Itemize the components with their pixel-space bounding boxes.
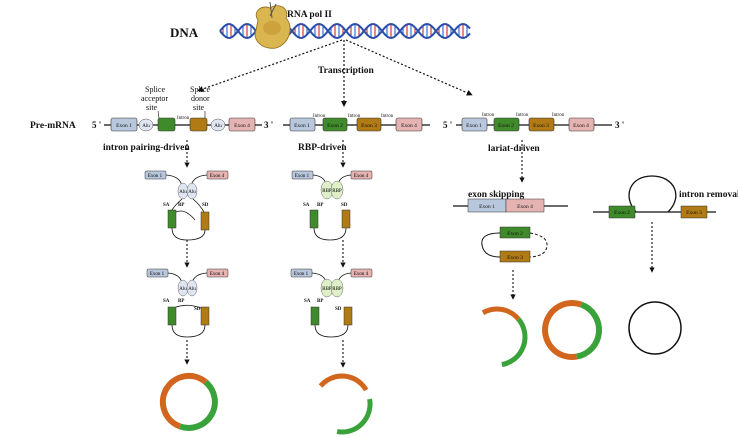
svg-text:Intron: Intron bbox=[348, 114, 361, 119]
svg-text:Exon 2: Exon 2 bbox=[507, 231, 523, 237]
pre-mrna-2: Exon 1 Intron Exon 2 Intron Exon 3 Intro… bbox=[283, 114, 430, 132]
svg-text:Exon 3: Exon 3 bbox=[361, 123, 377, 129]
svg-text:5 ': 5 ' bbox=[443, 120, 452, 130]
svg-text:SA: SA bbox=[303, 203, 310, 208]
rbp-structure-2: Exon 1 Exon 4 RBP RBP SA BP SD bbox=[290, 268, 373, 338]
exon-skipping-label: exon skipping bbox=[468, 190, 524, 200]
svg-text:SD: SD bbox=[202, 203, 209, 208]
svg-text:BP: BP bbox=[317, 299, 323, 304]
svg-text:Exon 1: Exon 1 bbox=[294, 272, 309, 277]
svg-text:Exon 4: Exon 4 bbox=[354, 174, 369, 179]
svg-text:Exon 3: Exon 3 bbox=[686, 210, 702, 216]
svg-text:RBP: RBP bbox=[332, 287, 342, 292]
dna-label: DNA bbox=[170, 25, 199, 40]
svg-text:acceptor: acceptor bbox=[141, 94, 168, 103]
svg-text:RBP: RBP bbox=[322, 189, 332, 194]
svg-text:BP: BP bbox=[317, 203, 323, 208]
svg-text:Exon 4: Exon 4 bbox=[354, 272, 369, 277]
svg-text:Intron: Intron bbox=[381, 114, 394, 119]
svg-text:SD: SD bbox=[194, 307, 201, 312]
svg-text:Exon 1: Exon 1 bbox=[148, 174, 163, 179]
svg-text:RBP: RBP bbox=[322, 287, 332, 292]
intron-removal-label: intron removal bbox=[679, 190, 738, 200]
svg-text:Exon 1: Exon 1 bbox=[295, 174, 310, 179]
svg-text:donor: donor bbox=[191, 94, 210, 103]
svg-text:Exon 2: Exon 2 bbox=[498, 123, 514, 129]
circ-exon2-arc bbox=[542, 300, 583, 360]
svg-text:SA: SA bbox=[163, 299, 170, 304]
pre-mrna-1: 5 ' Exon 1 Alu Intron Alu Exon 4 3 ' bbox=[92, 116, 273, 132]
empty-circle bbox=[628, 301, 682, 355]
svg-text:BP: BP bbox=[178, 299, 184, 304]
svg-text:3 ': 3 ' bbox=[615, 120, 624, 130]
circ-exon2-arc bbox=[159, 372, 208, 430]
svg-text:SD: SD bbox=[341, 203, 348, 208]
svg-text:Alu: Alu bbox=[179, 190, 187, 195]
svg-text:RBP: RBP bbox=[332, 189, 342, 194]
rbp-driven-label: RBP-driven bbox=[298, 143, 347, 153]
rna-pol-label: RNA pol II bbox=[287, 10, 332, 20]
transcription-label: Transcription bbox=[318, 66, 374, 76]
svg-text:SD: SD bbox=[335, 307, 342, 312]
rna-pol-ii-icon bbox=[254, 1, 291, 49]
svg-text:Intron: Intron bbox=[516, 113, 529, 118]
svg-text:Exon 4: Exon 4 bbox=[210, 174, 225, 179]
svg-text:Exon 4: Exon 4 bbox=[517, 204, 533, 210]
svg-text:Exon 2: Exon 2 bbox=[614, 210, 630, 216]
transcription-arrows bbox=[197, 39, 473, 107]
alu-label-2: Alu bbox=[214, 124, 222, 129]
svg-text:Intron: Intron bbox=[482, 113, 495, 118]
three-prime-1: 3 ' bbox=[264, 120, 273, 130]
exon1-label-1: Exon 1 bbox=[116, 123, 132, 129]
lariat-driven-label: lariat-driven bbox=[488, 144, 540, 154]
intron-pairing-label: intron pairing-driven bbox=[103, 143, 190, 153]
svg-text:Splice: Splice bbox=[145, 85, 165, 94]
alu-label-1: Alu bbox=[142, 124, 150, 129]
svg-text:Alu: Alu bbox=[188, 287, 196, 292]
svg-text:site: site bbox=[146, 103, 158, 112]
circ-exon3-arc bbox=[336, 398, 373, 435]
svg-text:Alu: Alu bbox=[188, 190, 196, 195]
svg-text:Exon 1: Exon 1 bbox=[466, 123, 482, 129]
svg-text:SA: SA bbox=[304, 299, 311, 304]
pre-mrna-label: Pre-mRNA bbox=[30, 121, 76, 131]
flow-arrows bbox=[184, 140, 655, 368]
svg-text:Exon 4: Exon 4 bbox=[401, 123, 417, 129]
exon-skipping-structure: Exon 1 Exon 4 Exon 2 Exon 3 bbox=[453, 198, 568, 263]
svg-text:site: site bbox=[193, 103, 205, 112]
svg-text:Intron: Intron bbox=[313, 114, 326, 119]
circ-exon3-arc bbox=[179, 379, 218, 431]
circ-exon2-arc bbox=[481, 306, 521, 321]
splice-acceptor-label: Splice acceptor site bbox=[141, 85, 168, 112]
intron-pairing-structure-1: Exon 1 Exon 4 Alu Alu SA BP SD bbox=[144, 170, 229, 241]
rbp-structure-1: Exon 1 Exon 4 RBP RBP SA BP SD bbox=[291, 170, 373, 241]
splice-donor-label: Splice donor site bbox=[190, 85, 210, 112]
svg-text:Splice: Splice bbox=[190, 85, 210, 94]
svg-text:Exon 2: Exon 2 bbox=[327, 123, 343, 129]
circ-exon3-arc bbox=[501, 317, 528, 368]
svg-text:Exon 1: Exon 1 bbox=[150, 272, 165, 277]
svg-text:Exon 4: Exon 4 bbox=[573, 123, 589, 129]
svg-text:Intron: Intron bbox=[552, 113, 565, 118]
intron-label-1: Intron bbox=[177, 116, 190, 121]
svg-text:Alu: Alu bbox=[179, 287, 187, 292]
svg-text:SA: SA bbox=[163, 203, 170, 208]
intron-removal-structure: Exon 2 Exon 3 bbox=[593, 175, 716, 219]
circ-exon3-arc bbox=[576, 301, 603, 360]
intron-pairing-structure-2: Exon 1 Exon 4 Alu Alu SA BP SD bbox=[146, 268, 229, 338]
svg-text:Exon 1: Exon 1 bbox=[294, 123, 310, 129]
svg-text:Exon 3: Exon 3 bbox=[507, 255, 523, 261]
five-prime-1: 5 ' bbox=[92, 120, 101, 130]
svg-text:Exon 4: Exon 4 bbox=[210, 272, 225, 277]
pre-mrna-3: 5 ' Exon 1 Intron Exon 2 Intron Exon 3 I… bbox=[443, 113, 624, 132]
circ-exon2-arc bbox=[318, 373, 369, 392]
svg-text:BP: BP bbox=[178, 203, 184, 208]
svg-text:Exon 1: Exon 1 bbox=[479, 204, 495, 210]
exon4-label-1: Exon 4 bbox=[234, 123, 250, 129]
svg-text:Exon 3: Exon 3 bbox=[533, 123, 549, 129]
